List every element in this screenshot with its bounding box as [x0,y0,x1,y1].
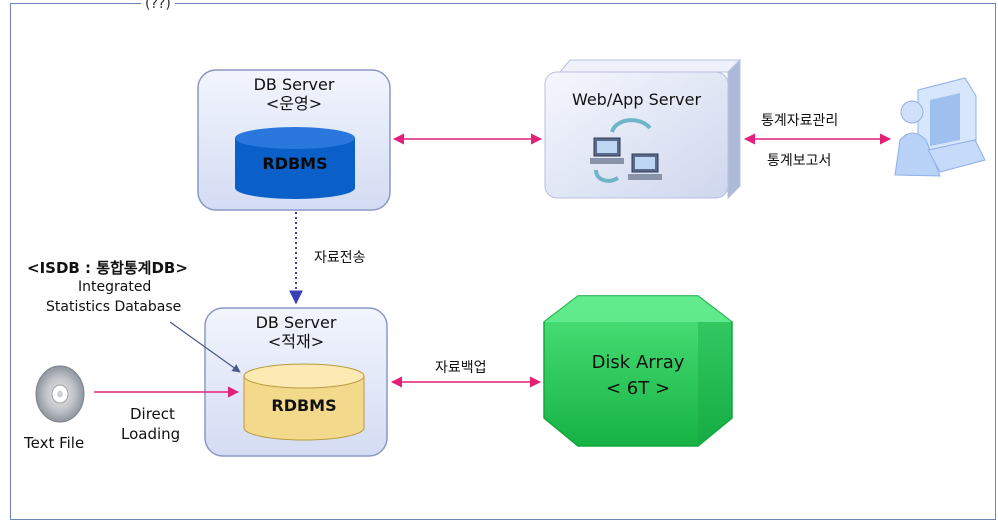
direct-loading-line2: Loading [121,425,181,443]
db-server-top-title: DB Server [253,75,335,94]
isdb-title: <ISDB : 통합통계DB> [27,259,188,277]
isdb-line1: Integrated [78,279,152,295]
top-cut-fragment: (??) [141,0,175,12]
networked-computers-icon [590,118,662,183]
rdbms-top-cylinder [235,127,355,199]
db-server-top-subtitle: <운영> [265,94,323,113]
disk-array-shape [543,295,733,447]
db-server-bottom-title: DB Server [255,313,337,332]
text-file-label: Text File [24,434,85,452]
diagram-frame: (??) [10,0,996,520]
web-app-server-box [544,58,742,200]
transfer-label: 자료전송 [314,250,366,266]
stat-mgmt-label: 통계자료관리 [761,113,839,129]
stat-report-label: 통계보고서 [767,153,832,169]
backup-label: 자료백업 [435,360,487,376]
rdbms-bottom-cylinder [243,363,365,441]
web-app-server-title: Web/App Server [571,90,702,109]
db-server-bottom-subtitle: <적재> [267,332,325,351]
rdbms-bottom-label: RDBMS [271,396,337,415]
disk-array-label: Disk Array [591,352,685,373]
user-computer-icon [894,77,986,177]
disk-array-size: < 6T > [605,378,671,399]
isdb-line2: Statistics Database [46,299,182,315]
cd-icon [35,365,85,423]
direct-loading-line1: Direct [130,405,175,423]
rdbms-top-label: RDBMS [262,154,328,173]
isdb-pointer-line [169,321,241,373]
